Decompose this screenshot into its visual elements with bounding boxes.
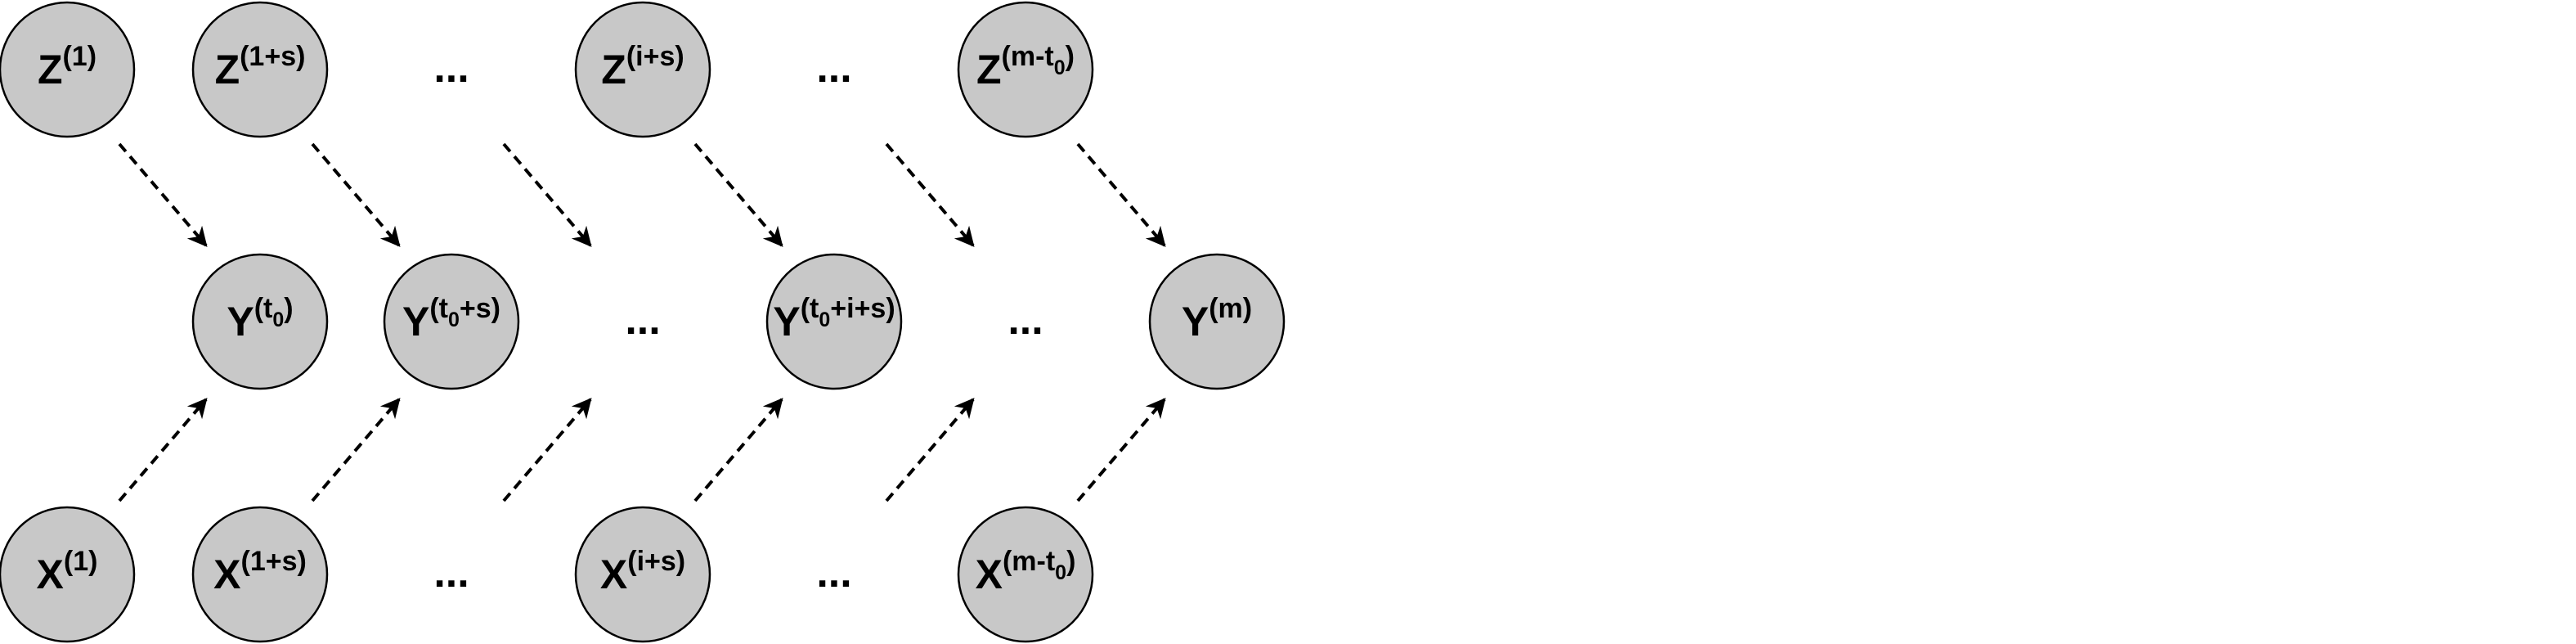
node-y-t0-sup-pre: (t: [254, 293, 273, 324]
ellipsis-middle-2: ...: [1008, 296, 1043, 344]
node-z-1-base: Z: [38, 47, 63, 92]
node-y-t0: Y(t0): [191, 253, 329, 390]
node-z-1-plus-s-sup: (1+s): [240, 41, 305, 72]
svg-text:X(1+s): X(1+s): [213, 546, 307, 597]
svg-text:X(i+s): X(i+s): [600, 546, 685, 597]
arrow-zis-to-yt0is: [693, 142, 783, 247]
node-x-i-plus-s-base: X: [600, 552, 627, 597]
node-y-t0-plus-i-plus-s-sup-post: +i+s): [830, 293, 895, 324]
arrow-z1s-to-yt0s: [311, 142, 401, 247]
ellipsis-bottom-1: ...: [433, 549, 469, 597]
node-y-t0-sub: 0: [272, 308, 284, 331]
node-y-t0-plus-i-plus-s-sup-pre: (t: [801, 293, 819, 324]
node-y-t0-plus-i-plus-s-base: Y: [773, 299, 800, 345]
node-x-1-base: X: [37, 552, 64, 597]
node-y-m-sup: (m): [1209, 293, 1252, 324]
node-x-1: X(1): [0, 506, 136, 643]
ellipsis-top-1: ...: [433, 44, 469, 92]
arrow-x1s-to-yt0s: [311, 398, 401, 502]
node-x-m-minus-t0: X(m-t0): [957, 506, 1094, 643]
node-y-t0-sup-post: ): [284, 293, 293, 324]
node-y-t0-plus-s-sup-pre: (t: [429, 293, 448, 324]
node-z-i-plus-s-base: Z: [601, 47, 626, 92]
node-x-1-sup: (1): [64, 546, 98, 577]
node-x-1-plus-s: X(1+s): [191, 506, 329, 643]
svg-text:X(1): X(1): [37, 546, 98, 597]
node-z-m-minus-t0-sup-pre: (m-t: [1002, 41, 1054, 72]
arrow-xmt0-to-ym: [1076, 398, 1166, 502]
node-z-m-minus-t0: Z(m-t0): [957, 1, 1094, 138]
node-x-m-minus-t0-sup-post: ): [1066, 546, 1075, 577]
node-y-t0-plus-i-plus-s: Y(t0+i+s): [765, 253, 903, 390]
node-y-t0-plus-s-sub: 0: [448, 308, 460, 331]
arrow-x1-to-yt0: [118, 398, 208, 502]
node-z-1-plus-s: Z(1+s): [191, 1, 329, 138]
node-z-1-sup: (1): [62, 41, 96, 72]
svg-text:Y(t0+i+s): Y(t0+i+s): [773, 293, 895, 345]
node-x-m-minus-t0-base: X: [976, 552, 1003, 597]
node-z-m-minus-t0-sub: 0: [1054, 56, 1066, 79]
node-z-1: Z(1): [0, 1, 136, 138]
svg-text:Y(m): Y(m): [1182, 293, 1252, 345]
arrow-z1-to-yt0: [118, 142, 208, 247]
arrow-dots-to-dots-top-2: [885, 142, 975, 247]
node-y-m: Y(m): [1148, 253, 1286, 390]
node-x-i-plus-s-sup: (i+s): [627, 546, 685, 577]
node-y-t0-plus-s-base: Y: [402, 299, 429, 345]
node-y-t0-plus-s-sup-post: +s): [460, 293, 500, 324]
svg-text:Y(t0+s): Y(t0+s): [402, 293, 500, 345]
arrow-dots-to-dots-top-1: [502, 142, 592, 247]
svg-text:Z(m-t0): Z(m-t0): [976, 41, 1075, 92]
ellipsis-middle-1: ...: [625, 296, 660, 344]
node-y-t0-base: Y: [227, 299, 254, 345]
arrow-xis-to-yt0is: [693, 398, 783, 502]
node-x-1-plus-s-sup: (1+s): [241, 546, 307, 577]
node-x-i-plus-s: X(i+s): [574, 506, 711, 643]
node-y-m-base: Y: [1182, 299, 1209, 345]
node-z-i-plus-s-sup: (i+s): [626, 41, 684, 72]
node-z-m-minus-t0-base: Z: [976, 47, 1002, 92]
svg-text:Z(1+s): Z(1+s): [215, 41, 306, 92]
arrow-dots-to-dots-bottom-1: [502, 398, 592, 502]
svg-text:Z(1): Z(1): [38, 41, 96, 92]
ellipsis-top-2: ...: [816, 44, 851, 92]
arrow-zmt0-to-ym: [1076, 142, 1166, 247]
node-y-t0-plus-i-plus-s-sub: 0: [819, 308, 830, 331]
ellipsis-bottom-2: ...: [816, 549, 851, 597]
svg-text:X(m-t0): X(m-t0): [976, 546, 1076, 597]
node-x-m-minus-t0-sub: 0: [1055, 561, 1066, 584]
svg-text:Y(t0): Y(t0): [227, 293, 293, 345]
svg-text:Z(i+s): Z(i+s): [601, 41, 684, 92]
node-x-1-plus-s-base: X: [213, 552, 240, 597]
node-z-i-plus-s: Z(i+s): [574, 1, 711, 138]
arrow-dots-to-dots-bottom-2: [885, 398, 975, 502]
node-y-t0-plus-s: Y(t0+s): [383, 253, 520, 390]
node-z-m-minus-t0-sup-post: ): [1066, 41, 1075, 72]
node-z-1-plus-s-base: Z: [215, 47, 240, 92]
node-x-m-minus-t0-sup-pre: (m-t: [1003, 546, 1055, 577]
